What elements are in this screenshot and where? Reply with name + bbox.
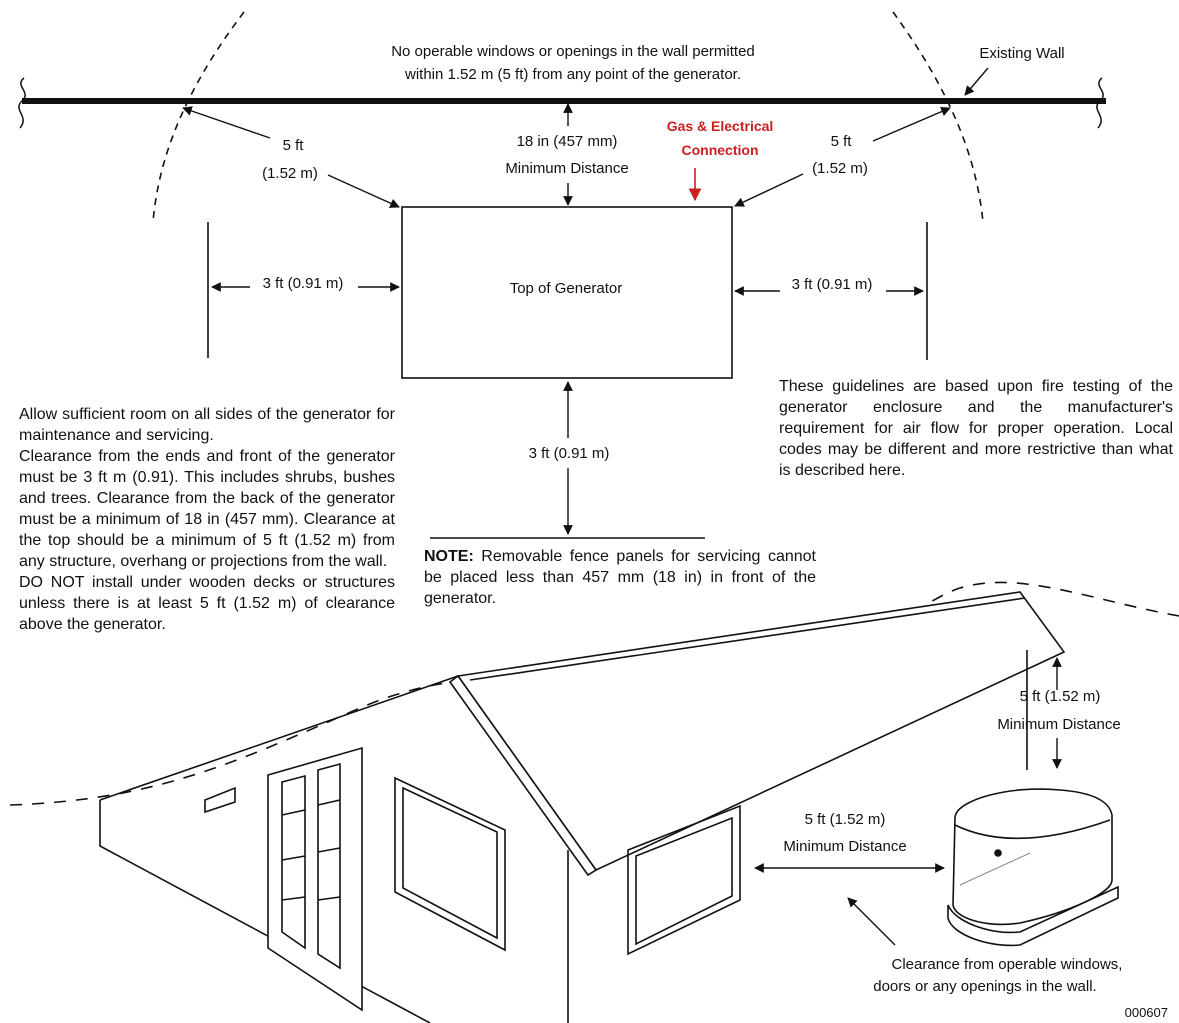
house-view <box>9 581 1179 1023</box>
left-radius-arrow-upper <box>182 106 271 139</box>
generator-vent <box>959 852 1031 886</box>
left-radius-line1: 5 ft <box>283 137 305 154</box>
right-clearance-label: 3 ft (0.91 m) <box>792 276 873 293</box>
generator-dot <box>994 849 1002 857</box>
existing-wall-label: Existing Wall <box>979 45 1064 62</box>
side-clearance-line2: Minimum Distance <box>783 838 906 855</box>
wing-window-inner <box>402 786 498 940</box>
fire-testing-note: These guidelines are based upon fire tes… <box>779 376 1173 481</box>
generator-top <box>401 206 733 379</box>
top-clearance-line2: Minimum Distance <box>997 716 1120 733</box>
gable-roof <box>448 674 598 877</box>
guidance-paragraph-1: Allow sufficient room on all sides of th… <box>19 406 395 444</box>
front-clearance-label: 3 ft (0.91 m) <box>529 445 610 462</box>
guidance-paragraph-3: DO NOT install under wooden decks or str… <box>19 574 395 633</box>
gas-connection-line1: Gas & Electrical <box>667 118 774 134</box>
main-window-inner <box>635 816 733 946</box>
main-window <box>627 804 741 956</box>
wing-window <box>394 776 506 952</box>
left-clearance-label: 3 ft (0.91 m) <box>263 275 344 292</box>
left-radius-line2: (1.52 m) <box>262 165 318 182</box>
generator-base <box>947 885 1119 947</box>
door-inner-left <box>281 774 306 950</box>
gas-connection-line2: Connection <box>682 142 759 158</box>
installation-guidance: Allow sufficient room on all sides of th… <box>19 404 395 635</box>
door-inner-right <box>317 762 341 970</box>
opening-note-line1: Clearance from operable windows, <box>892 956 1123 973</box>
wall-break-left <box>18 77 26 129</box>
right-wall <box>567 650 1028 1023</box>
main-roof-ridge <box>469 597 1026 681</box>
right-radius-line2: (1.52 m) <box>812 160 868 177</box>
opening-note-arrow <box>847 897 896 946</box>
plan-view: No operable windows or openings in the w… <box>18 11 1106 539</box>
fire-testing-paragraph: These guidelines are based upon fire tes… <box>779 378 1173 479</box>
back-clearance-line2: Minimum Distance <box>505 160 628 177</box>
left-wing-eave <box>99 675 459 801</box>
back-clearance-line1: 18 in (457 mm) <box>517 133 618 150</box>
note-lead: NOTE: <box>424 548 474 565</box>
note-body: Removable fence panels for servicing can… <box>424 548 816 607</box>
fence-panel-note: NOTE: Removable fence panels for servici… <box>424 546 816 609</box>
generator-label: Top of Generator <box>510 280 623 297</box>
right-radius-arrow-upper <box>872 106 951 142</box>
small-window <box>204 786 236 814</box>
generator-lid <box>954 819 1111 840</box>
door-panes <box>281 799 341 901</box>
side-clearance-line1: 5 ft (1.52 m) <box>805 811 886 828</box>
right-radius-arc <box>892 11 984 223</box>
opening-note-line2: doors or any openings in the wall. <box>873 978 1096 995</box>
left-radius-arc <box>152 11 245 223</box>
guidance-paragraph-2: Clearance from the ends and front of the… <box>19 448 395 570</box>
generator-housing <box>952 788 1113 926</box>
left-radius-arrow-lower <box>327 174 400 208</box>
right-radius-arrow-lower <box>734 173 804 207</box>
wall-break-right <box>1096 77 1104 129</box>
wall-notice-line2: within 1.52 m (5 ft) from any point of t… <box>404 66 741 83</box>
house-view-annotations: 5 ft (1.52 m) Minimum Distance 5 ft (1.5… <box>754 657 1168 1020</box>
left-wing-wall <box>99 800 431 1023</box>
wall-notice-line1: No operable windows or openings in the w… <box>391 43 755 60</box>
existing-wall-arrow <box>964 67 989 96</box>
right-radius-line1: 5 ft <box>831 133 853 150</box>
figure-id: 000607 <box>1125 1005 1168 1020</box>
top-clearance-line1: 5 ft (1.52 m) <box>1020 688 1101 705</box>
